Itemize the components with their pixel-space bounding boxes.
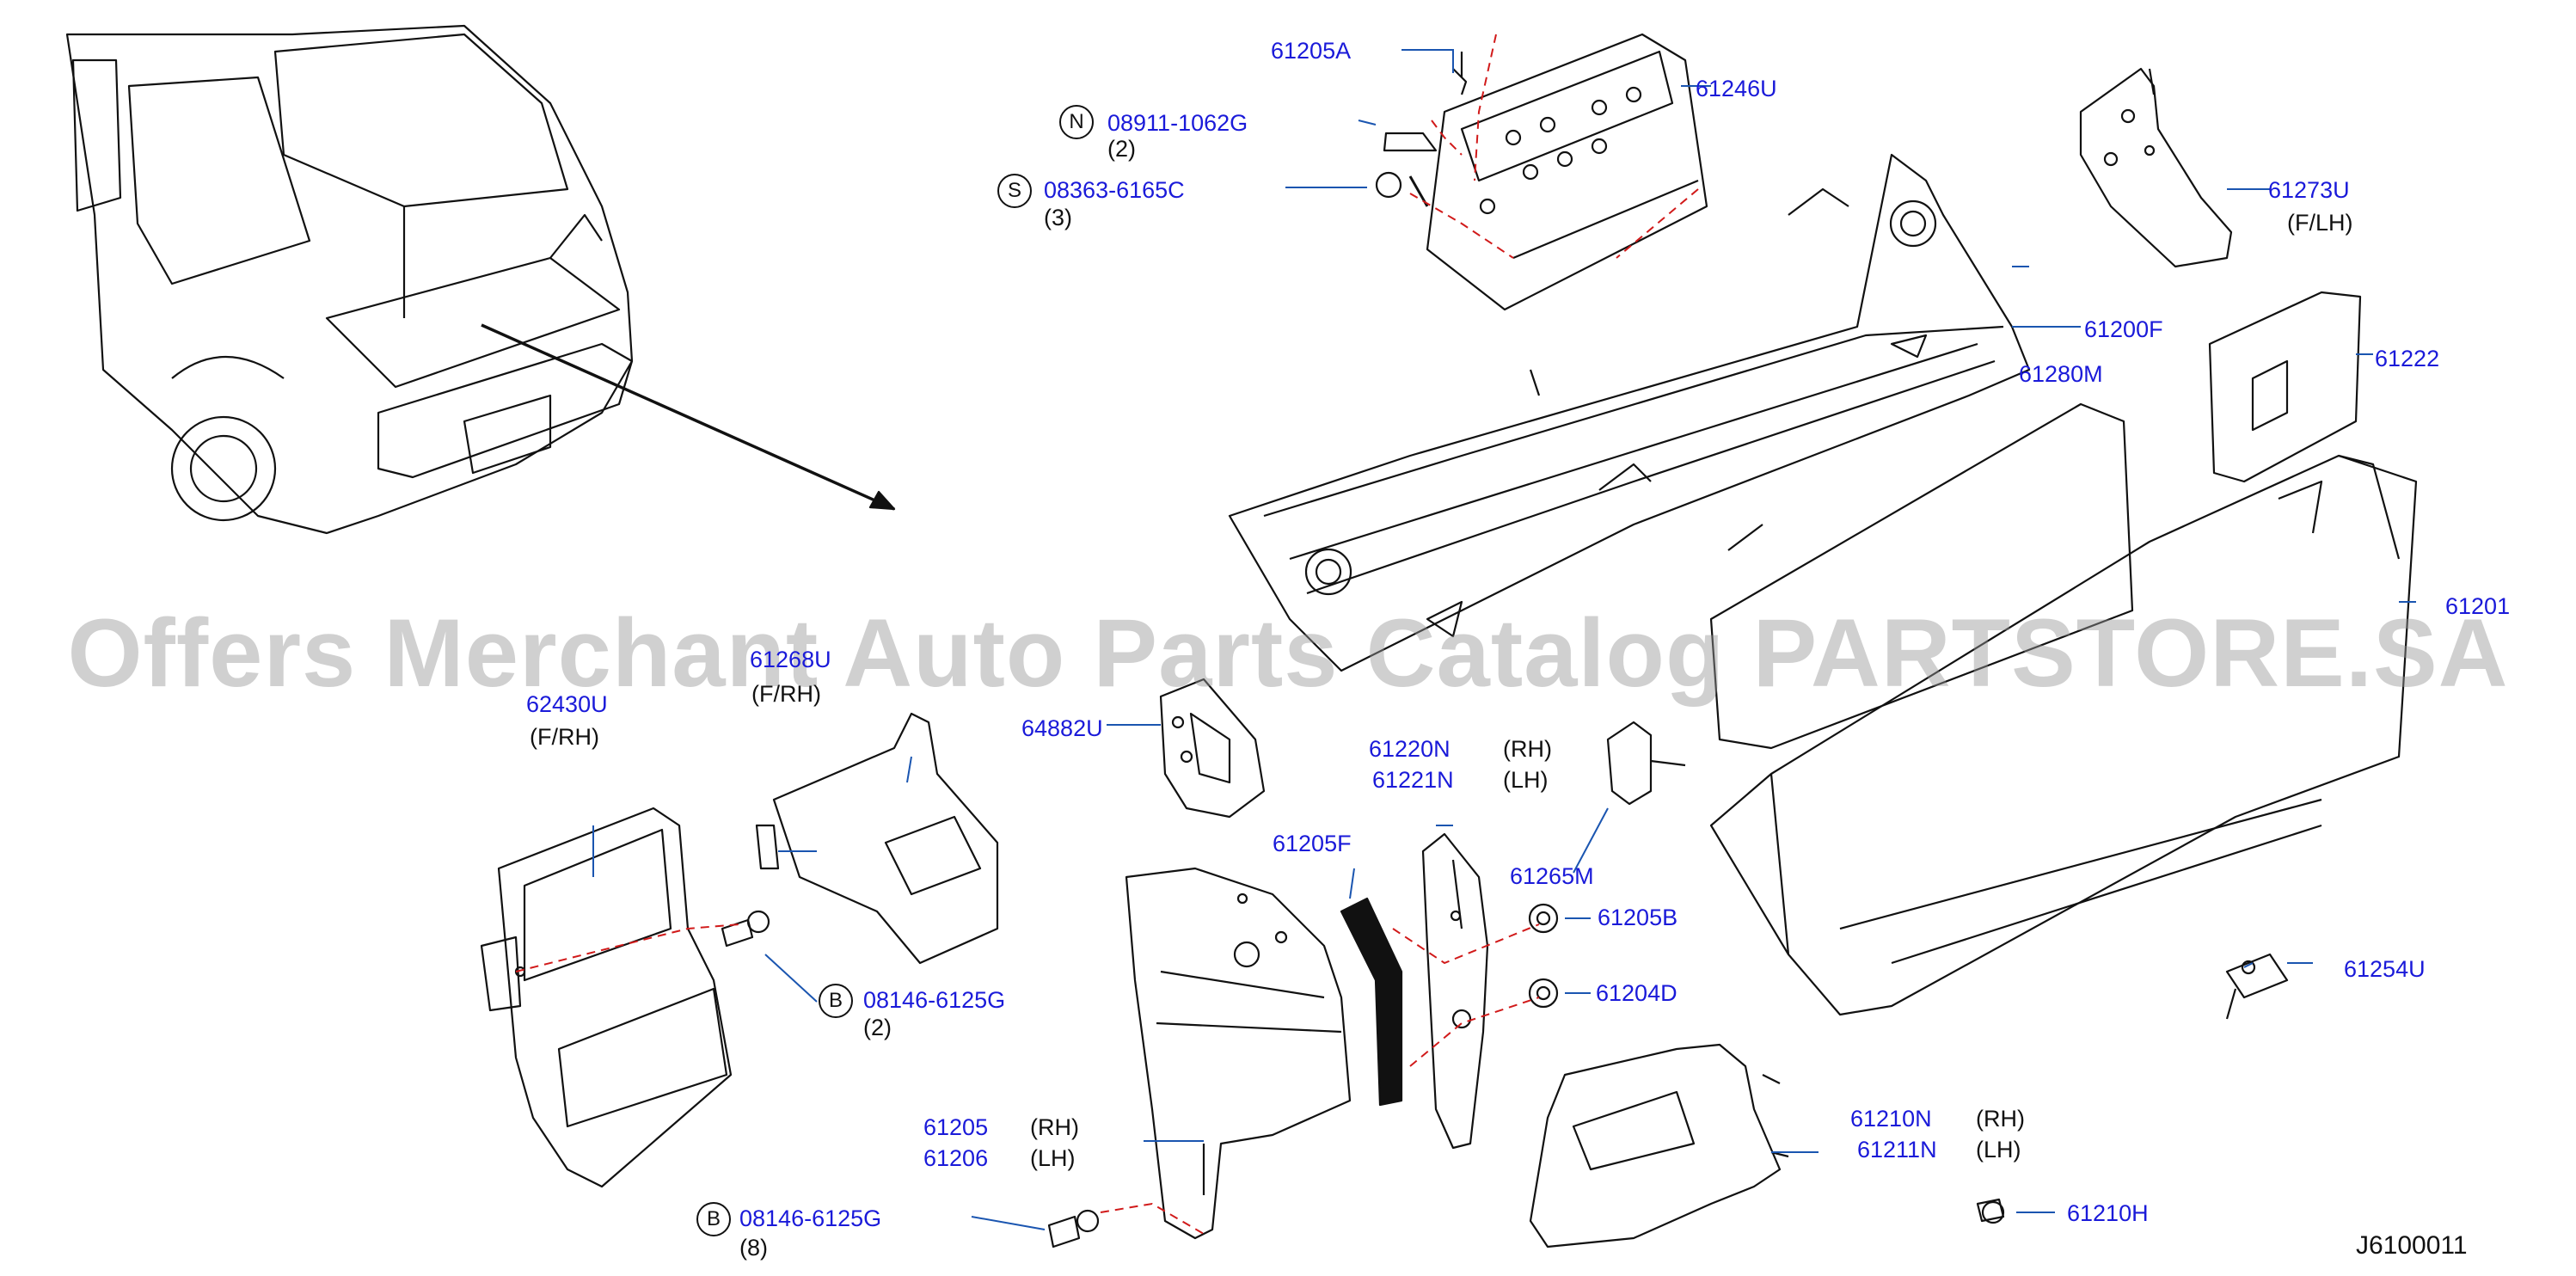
- label-61222[interactable]: 61222: [2375, 346, 2440, 371]
- bracket-64882u-drawing: [1159, 678, 1266, 819]
- bolt-08146-b-drawing: [1047, 1209, 1100, 1248]
- label-61280m[interactable]: 61280M: [2019, 361, 2103, 387]
- bracket-61210n-drawing: [1529, 1043, 1789, 1248]
- watermark: Offers Merchant Auto Parts Catalog PARTS…: [67, 599, 2509, 707]
- label-61200f[interactable]: 61200F: [2084, 316, 2163, 342]
- dash-lower-panel-61201-drawing: [1709, 454, 2418, 1016]
- label-61205b[interactable]: 61205B: [1598, 905, 1678, 930]
- label-61206[interactable]: 61206: [923, 1145, 989, 1171]
- clip-61205b-drawing: [1528, 903, 1559, 934]
- bolt-symbol-icon: B: [696, 1202, 731, 1236]
- label-61268u[interactable]: 61268U: [750, 647, 831, 672]
- qty-08363: (3): [1044, 205, 1072, 230]
- side-panel-61205-drawing: [1125, 867, 1352, 1240]
- insulator-61280m-drawing: [1709, 402, 2134, 750]
- label-61205[interactable]: 61205: [923, 1114, 989, 1140]
- leader-lines: [592, 49, 2416, 1230]
- label-61220n[interactable]: 61220N: [1369, 736, 1451, 762]
- bolt-61210h-drawing: [1976, 1198, 2005, 1224]
- sub-61220n: (RH): [1503, 736, 1552, 762]
- bracket-61268u-drawing: [755, 712, 999, 965]
- clip-61254u-drawing: [2225, 953, 2289, 1020]
- bracket-61273u-drawing: [2079, 67, 2233, 268]
- label-61210n[interactable]: 61210N: [1850, 1106, 1932, 1132]
- screw-symbol-icon: S: [997, 174, 1032, 208]
- nut-symbol-icon: N: [1059, 105, 1094, 139]
- sub-61205: (RH): [1030, 1114, 1079, 1140]
- duct-62430u-drawing: [480, 807, 733, 1188]
- label-61246u[interactable]: 61246U: [1696, 76, 1777, 101]
- qty-08911: (2): [1107, 136, 1136, 162]
- sub-61221n: (LH): [1503, 767, 1549, 793]
- pad-61222-drawing: [2208, 291, 2362, 483]
- nut-61204d-drawing: [1528, 978, 1559, 1009]
- label-62430u[interactable]: 62430U: [526, 691, 608, 717]
- label-08146-6125g-a[interactable]: 08146-6125G: [863, 987, 1006, 1013]
- sub-61211n: (LH): [1976, 1137, 2021, 1163]
- qty-08146-a: (2): [863, 1015, 892, 1040]
- diagram-code: J6100011: [2356, 1231, 2468, 1260]
- bracket-61246u-drawing: [1375, 33, 1708, 311]
- label-64882u[interactable]: 64882U: [1021, 715, 1103, 741]
- label-08911-1062g[interactable]: 08911-1062G: [1107, 110, 1248, 136]
- label-61221n[interactable]: 61221N: [1372, 767, 1454, 793]
- sub-61206: (LH): [1030, 1145, 1076, 1171]
- label-61210h[interactable]: 61210H: [2067, 1200, 2149, 1226]
- label-61211n[interactable]: 61211N: [1857, 1137, 1937, 1163]
- alignment-dashes: [515, 34, 1699, 1235]
- sub-61268u: (F/RH): [751, 681, 821, 707]
- label-61201[interactable]: 61201: [2445, 593, 2511, 619]
- label-61204d[interactable]: 61204D: [1596, 980, 1677, 1006]
- clip-61265m-drawing: [1606, 721, 1686, 806]
- sub-61273u: (F/LH): [2287, 210, 2353, 236]
- cowl-top-panel-61200f-drawing: [1228, 153, 2031, 672]
- pillar-61220n-drawing: [1421, 832, 1489, 1150]
- label-61273u[interactable]: 61273U: [2268, 177, 2350, 203]
- bolt-08146-a-drawing: [721, 910, 770, 948]
- sub-61210n: (RH): [1976, 1106, 2025, 1132]
- bolt-symbol-icon: B: [819, 984, 853, 1018]
- label-61205a[interactable]: 61205A: [1271, 38, 1352, 64]
- vehicle-overview-illustration: [65, 24, 634, 535]
- label-61205f[interactable]: 61205F: [1273, 831, 1352, 856]
- label-08146-6125g-b[interactable]: 08146-6125G: [739, 1205, 882, 1231]
- seal-strip-61205f-drawing: [1340, 897, 1403, 1107]
- sub-62430u: (F/RH): [530, 724, 599, 750]
- label-61265m[interactable]: 61265M: [1510, 863, 1594, 889]
- qty-08146-b: (8): [739, 1235, 768, 1261]
- label-61254u[interactable]: 61254U: [2344, 956, 2426, 982]
- label-08363-6165c[interactable]: 08363-6165C: [1044, 177, 1185, 203]
